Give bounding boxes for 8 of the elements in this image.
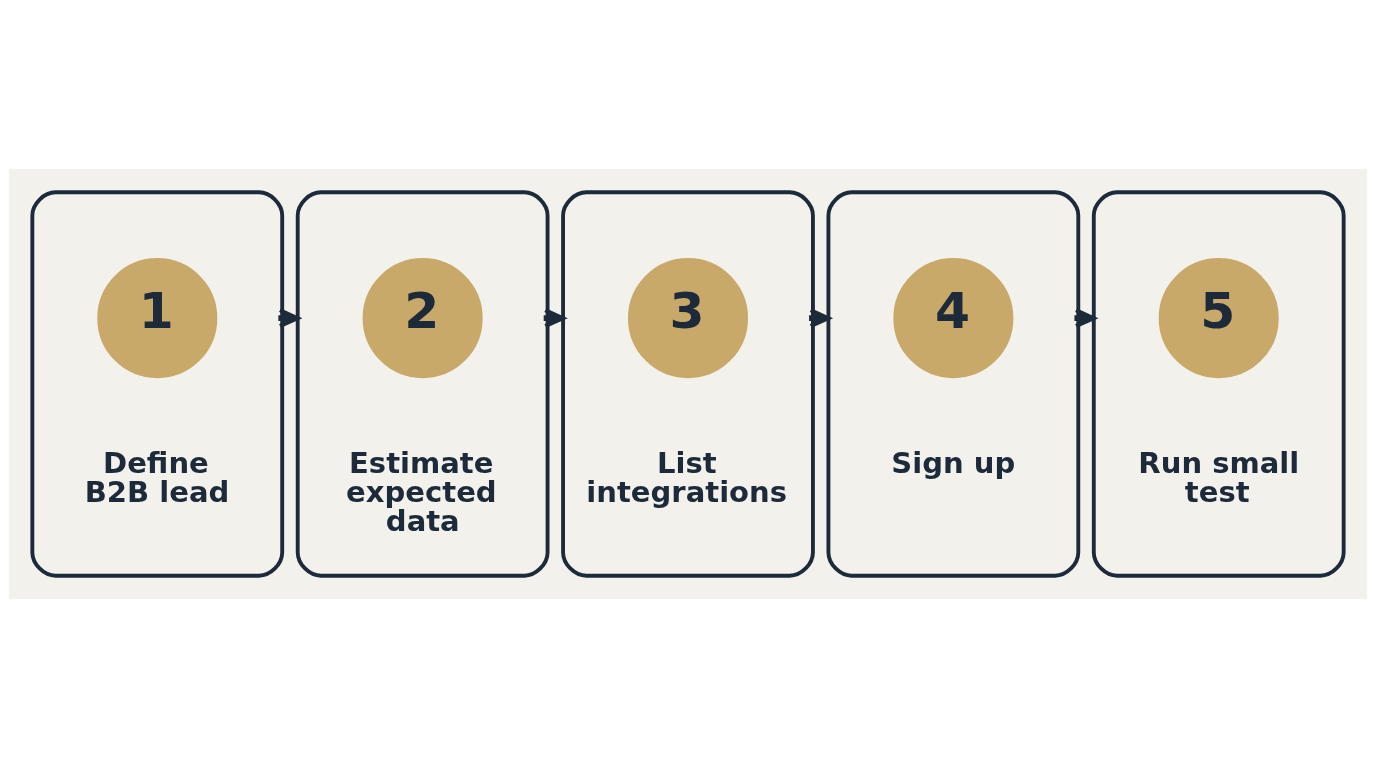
node-circle: 1 xyxy=(97,258,218,379)
node-circle: 5 xyxy=(1158,258,1279,379)
arrow xyxy=(1074,308,1096,328)
arrow xyxy=(543,308,565,328)
node-circle: 4 xyxy=(893,258,1014,379)
node-circle: 3 xyxy=(627,258,749,379)
arrow xyxy=(278,308,300,328)
node-circle: 2 xyxy=(362,258,483,379)
